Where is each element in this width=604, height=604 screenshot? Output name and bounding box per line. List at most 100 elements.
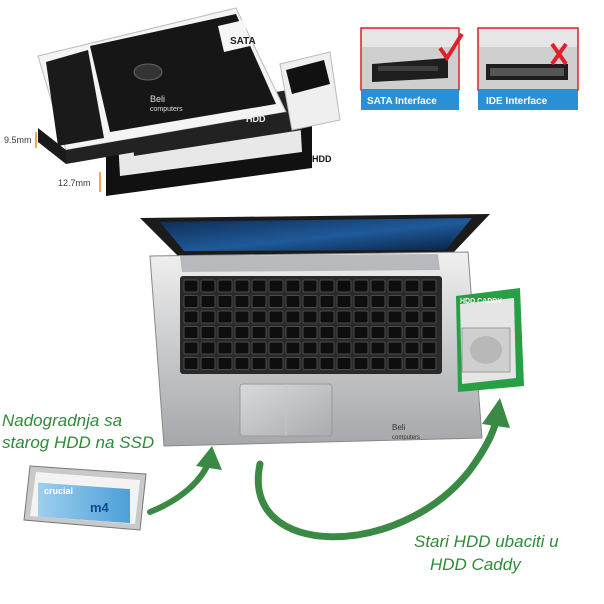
thickness-thick-label: 12.7mm xyxy=(58,178,91,188)
keyboard-key xyxy=(200,357,216,370)
keyboard-key xyxy=(387,326,403,339)
arrow-head-2 xyxy=(482,398,510,428)
keyboard-key xyxy=(183,295,199,308)
keyboard-key xyxy=(404,279,420,293)
keyboard-key xyxy=(183,279,199,293)
keyboard-key xyxy=(217,357,233,370)
keyboard-key xyxy=(251,295,267,308)
keyboard-key xyxy=(268,295,284,308)
keyboard-key xyxy=(302,295,318,308)
keyboard-key xyxy=(370,341,386,355)
keyboard-key xyxy=(336,295,352,308)
keyboard-key xyxy=(217,341,233,355)
caddy-brand-line1: Beli xyxy=(150,94,165,104)
keyboard-key xyxy=(319,310,335,324)
keyboard-key xyxy=(353,279,369,293)
note-caddy-line1: Stari HDD ubaciti u xyxy=(414,532,559,551)
keyboard-key xyxy=(285,279,301,293)
keyboard-key xyxy=(251,279,267,293)
keyboard-key xyxy=(183,357,199,370)
keyboard-key xyxy=(234,295,250,308)
keyboard-key xyxy=(251,357,267,370)
hdd-caddy-thin xyxy=(37,7,341,164)
keyboard-key xyxy=(421,357,437,370)
x-icon xyxy=(550,42,568,66)
keyboard-key xyxy=(200,295,216,308)
keyboard-key xyxy=(251,341,267,355)
keyboard-key xyxy=(234,310,250,324)
keyboard-keys xyxy=(183,279,437,370)
keyboard-key xyxy=(421,279,437,293)
keyboard-key xyxy=(421,310,437,324)
keyboard-key xyxy=(285,295,301,308)
thickness-thin-label: 9.5mm xyxy=(4,135,32,145)
caddy-brand-line2: computers xyxy=(150,106,183,113)
keyboard-key xyxy=(234,341,250,355)
keyboard-key xyxy=(404,341,420,355)
laptop-caddy-label: HDD CADDY xyxy=(460,298,502,305)
keyboard-key xyxy=(200,310,216,324)
keyboard-key xyxy=(285,341,301,355)
keyboard-key xyxy=(319,295,335,308)
keyboard-key xyxy=(370,310,386,324)
keyboard-key xyxy=(353,295,369,308)
caddy-hdd-label-2: HDD xyxy=(312,154,332,164)
keyboard-key xyxy=(421,341,437,355)
keyboard-key xyxy=(251,326,267,339)
keyboard-key xyxy=(200,326,216,339)
thickness-markers xyxy=(35,132,101,192)
keyboard-key xyxy=(387,357,403,370)
keyboard-key xyxy=(268,279,284,293)
keyboard-key xyxy=(336,310,352,324)
keyboard-key xyxy=(404,357,420,370)
keyboard-key xyxy=(370,295,386,308)
keyboard-key xyxy=(387,295,403,308)
note-upgrade-line1: Nadogradnja sa xyxy=(2,411,122,430)
keyboard-key xyxy=(370,279,386,293)
keyboard-key xyxy=(421,295,437,308)
keyboard-key xyxy=(302,279,318,293)
keyboard-key xyxy=(285,326,301,339)
keyboard-key xyxy=(404,295,420,308)
laptop-screen xyxy=(160,218,472,251)
arrow-head-1 xyxy=(196,446,222,470)
keyboard-key xyxy=(336,357,352,370)
keyboard-key xyxy=(302,341,318,355)
keyboard-key xyxy=(319,357,335,370)
ssd-drive xyxy=(23,465,147,531)
keyboard-key xyxy=(302,310,318,324)
keyboard-key xyxy=(319,341,335,355)
ssd-brand: crucial xyxy=(44,486,73,496)
keyboard-key xyxy=(319,279,335,293)
arrow-ssd-to-laptop xyxy=(147,461,211,515)
sata-interface-panel xyxy=(360,27,464,110)
laptop xyxy=(140,214,524,447)
keyboard-key xyxy=(268,310,284,324)
keyboard-key xyxy=(302,357,318,370)
keyboard-key xyxy=(336,341,352,355)
keyboard-key xyxy=(353,326,369,339)
keyboard-key xyxy=(251,310,267,324)
keyboard-key xyxy=(285,357,301,370)
keyboard-key xyxy=(404,326,420,339)
keyboard-key xyxy=(421,326,437,339)
keyboard-key xyxy=(200,341,216,355)
keyboard-key xyxy=(234,357,250,370)
keyboard-key xyxy=(183,341,199,355)
sata-interface-label: SATA Interface xyxy=(367,96,437,107)
keyboard-key xyxy=(336,279,352,293)
laptop-brand-line2: computers xyxy=(392,435,420,441)
keyboard-key xyxy=(217,295,233,308)
note-upgrade-line2: starog HDD na SSD xyxy=(2,433,154,452)
keyboard-key xyxy=(387,279,403,293)
keyboard-key xyxy=(319,326,335,339)
keyboard-key xyxy=(370,326,386,339)
keyboard-key xyxy=(234,326,250,339)
keyboard-key xyxy=(217,279,233,293)
arrow-hdd-to-caddy xyxy=(254,416,500,541)
ide-interface-label: IDE Interface xyxy=(486,96,548,107)
keyboard-key xyxy=(200,279,216,293)
check-icon xyxy=(438,32,464,62)
keyboard-key xyxy=(353,357,369,370)
